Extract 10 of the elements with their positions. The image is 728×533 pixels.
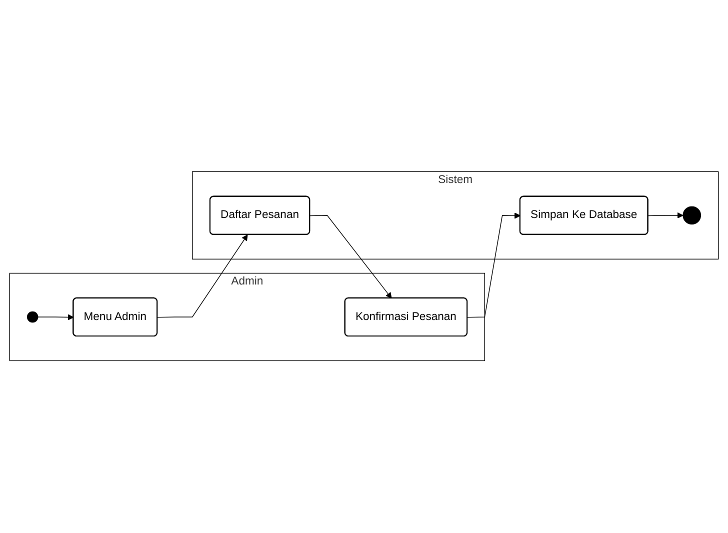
arrow [467,212,521,318]
node-circle [26,312,38,323]
arrow [38,314,74,321]
arrow [648,212,684,219]
arrow [310,215,392,299]
activity-diagram: Sistem Admin Menu Admin Konfirmasi Pesanan Daftar Pesanan Simpan Ke Database [4,166,724,367]
cluster [192,172,719,260]
cluster [9,273,486,362]
node-bullseye [682,206,702,225]
arrow [157,234,248,318]
